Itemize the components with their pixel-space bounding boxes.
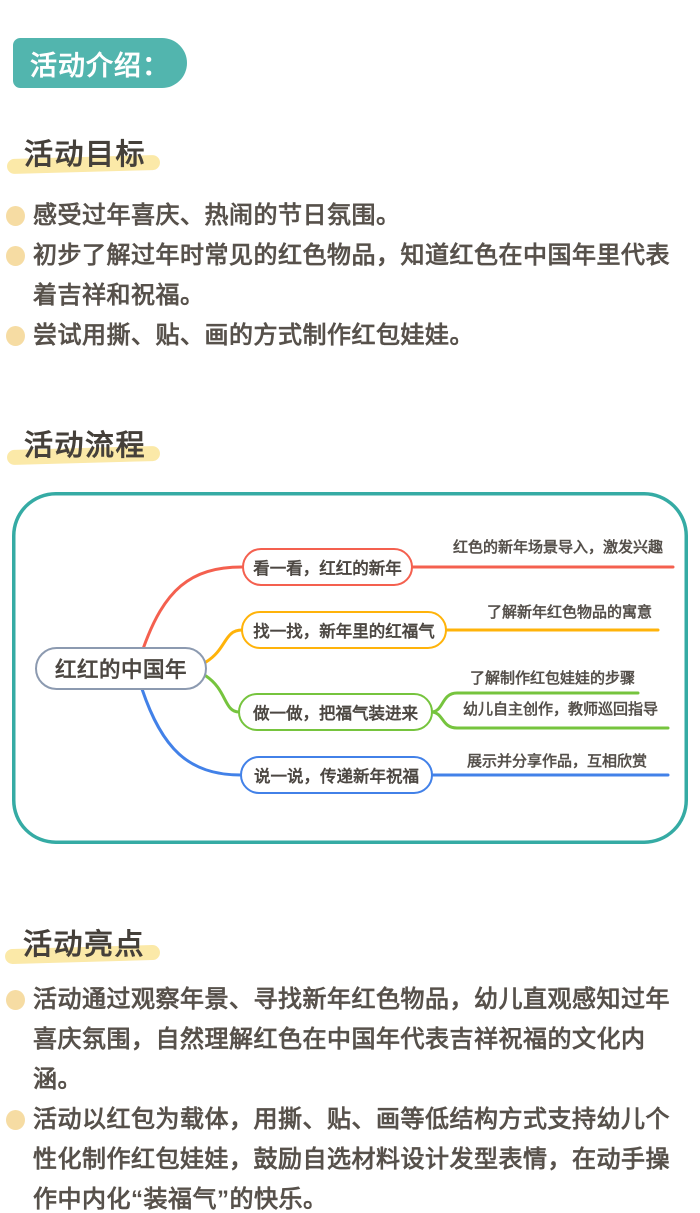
mindmap-note: 红色的新年场景导入，激发兴趣 xyxy=(453,539,664,556)
bullet-line: 初步了解过年时常见的红色物品，知道红色在中国年里代表 xyxy=(33,242,670,269)
section-title-process: 活动流程 xyxy=(24,430,147,462)
bullet-line: 着吉祥和祝福。 xyxy=(33,282,205,309)
list-item: 活动通过观察年景、寻找新年红色物品，幼儿直观感知过年 喜庆氛围，自然理解红色在中… xyxy=(6,980,675,1100)
bullet-line: 尝试用撕、贴、画的方式制作红包娃娃。 xyxy=(33,322,474,349)
mindmap-node-find: 找一找，新年里的红福气 xyxy=(241,611,447,649)
mindmap-note: 了解制作红包娃娃的步骤 xyxy=(470,670,636,687)
goals-bullet-list: 感受过年喜庆、热闹的节日氛围。 初步了解过年时常见的红色物品，知道红色在中国年里… xyxy=(6,196,675,356)
bullet-dot-icon xyxy=(6,206,25,226)
bullet-line: 喜庆氛围，自然理解红色在中国年代表吉祥祝福的文化内涵。 xyxy=(33,1026,646,1093)
bullet-line: 性化制作红包娃娃，鼓励自选材料设计发型表情，在动手操 xyxy=(33,1146,670,1173)
bullet-dot-icon xyxy=(6,990,25,1010)
mindmap-note: 了解新年红色物品的寓意 xyxy=(487,604,653,621)
section-heading-highlights: 活动亮点 xyxy=(4,921,161,965)
mindmap-note: 展示并分享作品，互相欣赏 xyxy=(467,753,648,770)
bullet-dot-icon xyxy=(6,246,25,266)
list-item: 初步了解过年时常见的红色物品，知道红色在中国年里代表 着吉祥和祝福。 xyxy=(6,236,675,316)
bullet-line: 活动以红包为载体，用撕、贴、画等低结构方式支持幼儿个 xyxy=(33,1106,670,1133)
highlights-bullet-list: 活动通过观察年景、寻找新年红色物品，幼儿直观感知过年 喜庆氛围，自然理解红色在中… xyxy=(6,980,675,1213)
list-item: 活动以红包为载体，用撕、贴、画等低结构方式支持幼儿个 性化制作红包娃娃，鼓励自选… xyxy=(6,1100,675,1213)
mindmap-node-make: 做一做，把福气装进来 xyxy=(238,693,433,731)
bullet-dot-icon xyxy=(6,326,25,346)
mindmap-node-say: 说一说，传递新年祝福 xyxy=(240,756,433,794)
section-title-goals: 活动目标 xyxy=(24,139,147,171)
section-title-highlights: 活动亮点 xyxy=(23,929,146,961)
mindmap-root-node: 红红的中国年 xyxy=(35,647,207,690)
branch-curve-red xyxy=(141,565,244,651)
title-badge-label: 活动介绍： xyxy=(30,50,170,81)
bullet-line: 感受过年喜庆、热闹的节日氛围。 xyxy=(33,202,401,229)
list-item: 尝试用撕、贴、画的方式制作红包娃娃。 xyxy=(6,316,675,356)
section-heading-goals: 活动目标 xyxy=(6,131,161,175)
bullet-line: 作中内化“装福气”的快乐。 xyxy=(33,1186,328,1213)
branch-curve-blue xyxy=(140,687,243,777)
note-line-green-bottom xyxy=(429,710,670,730)
bullet-line: 活动通过观察年景、寻找新年红色物品，幼儿直观感知过年 xyxy=(33,986,670,1013)
mindmap-panel: 红红的中国年 看一看，红红的新年 找一找，新年里的红福气 做一做，把福气装进来 … xyxy=(12,492,688,844)
mindmap-note: 幼儿自主创作，教师巡回指导 xyxy=(463,701,659,718)
list-item: 感受过年喜庆、热闹的节日氛围。 xyxy=(6,196,675,236)
title-badge: 活动介绍： xyxy=(13,38,187,88)
mindmap-canvas xyxy=(12,492,688,844)
section-heading-process: 活动流程 xyxy=(6,422,161,466)
branch-curve-orange xyxy=(204,628,244,664)
branch-curve-green xyxy=(204,674,241,714)
bullet-dot-icon xyxy=(6,1110,25,1130)
mindmap-node-look: 看一看，红红的新年 xyxy=(242,548,413,586)
